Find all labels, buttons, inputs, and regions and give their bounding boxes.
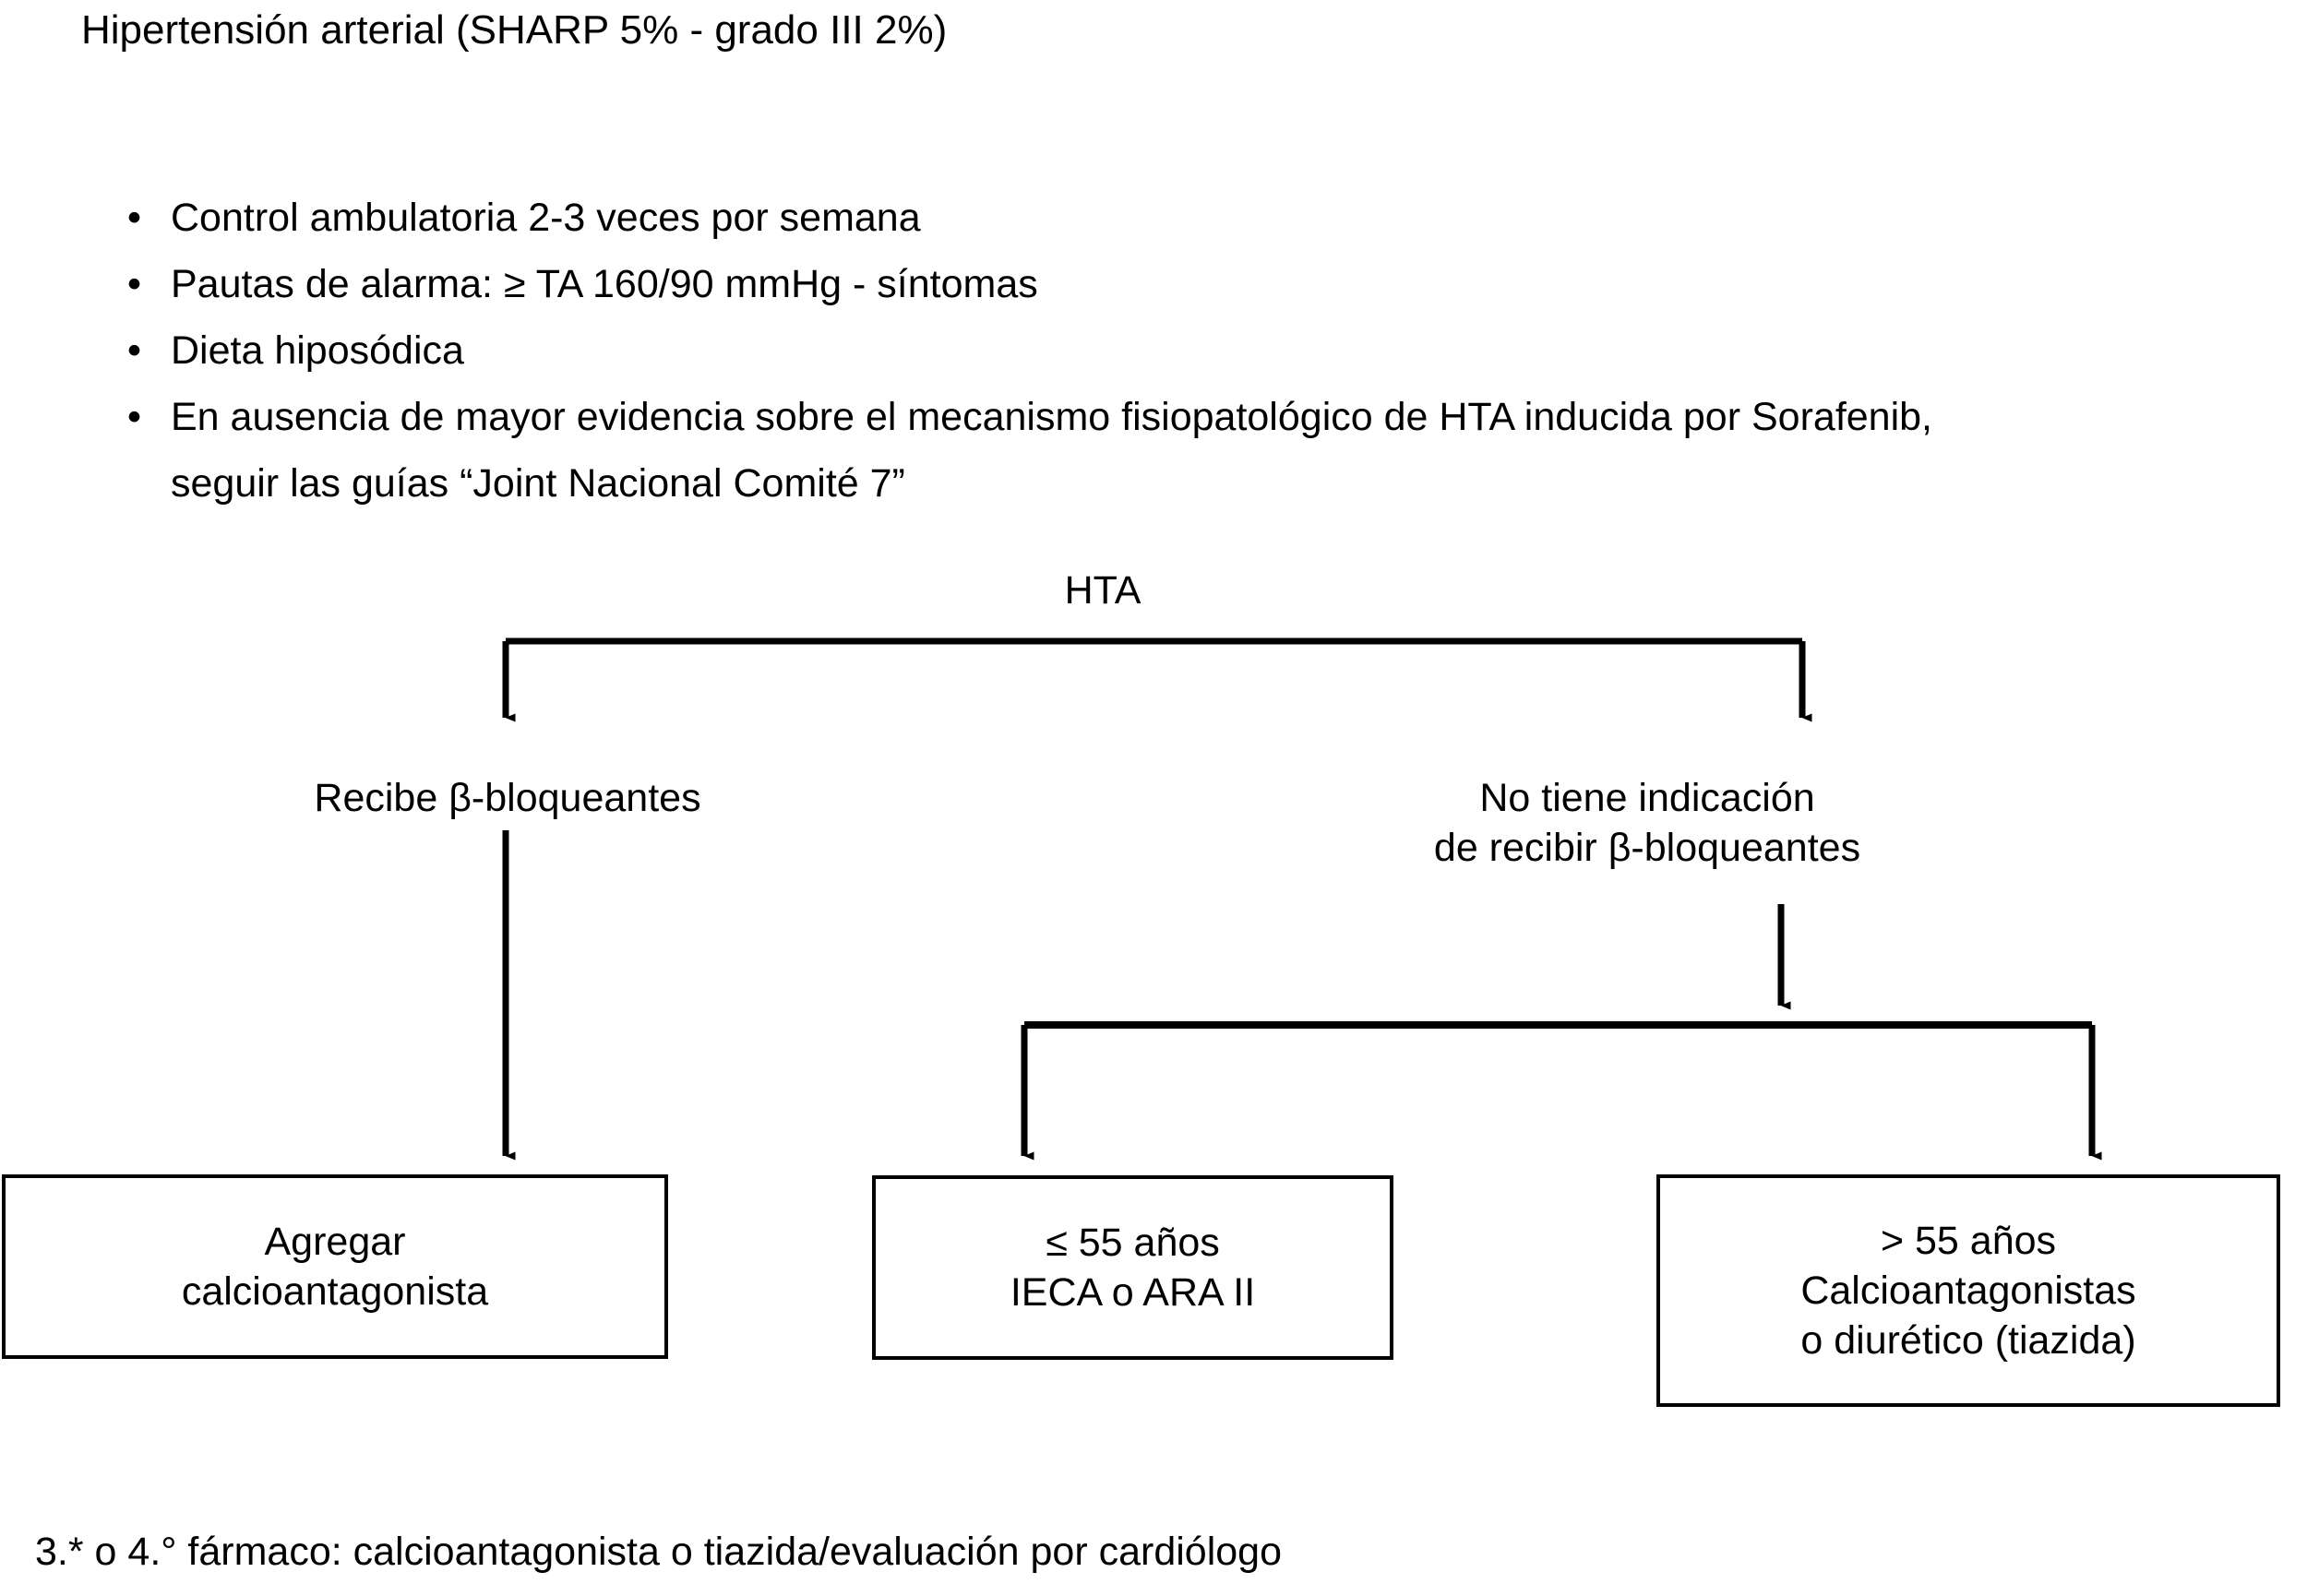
bullet-list: • Control ambulatoria 2-3 veces por sema… bbox=[120, 185, 2261, 517]
flow-box-line2: IECA o ARA II bbox=[1010, 1270, 1256, 1315]
flow-node-beta-blocker-no-line1: No tiene indicación bbox=[1479, 776, 1815, 820]
bullet-point-icon: • bbox=[127, 262, 142, 306]
list-item: • Pautas de alarma: ≥ TA 160/90 mmHg - s… bbox=[120, 251, 2261, 317]
list-item-text: En ausencia de mayor evidencia sobre el … bbox=[171, 395, 1933, 439]
flow-box-agregar-calcioantagonista: Agregar calcioantagonista bbox=[2, 1174, 668, 1359]
flow-box-line1: > 55 años bbox=[1880, 1219, 2057, 1263]
connector-age-split bbox=[1021, 1021, 2102, 1161]
flow-box-over-55: > 55 años Calcioantagonistas o diurético… bbox=[1656, 1174, 2280, 1407]
list-item: • En ausencia de mayor evidencia sobre e… bbox=[120, 384, 2261, 517]
flow-node-beta-blocker-yes: Recibe β-bloqueantes bbox=[314, 776, 701, 820]
bullet-point-icon: • bbox=[127, 328, 142, 373]
list-item: • Control ambulatoria 2-3 veces por sema… bbox=[120, 185, 2261, 251]
connector-hta-split bbox=[502, 637, 1812, 722]
flow-box-line1: ≤ 55 años bbox=[1046, 1221, 1220, 1265]
list-item-text: Control ambulatoria 2-3 veces por semana bbox=[171, 196, 921, 240]
flow-node-beta-blocker-no-line2: de recibir β-bloqueantes bbox=[1433, 826, 1861, 870]
flow-box-line2: Calcioantagonistas bbox=[1800, 1268, 2136, 1313]
list-item-text-continued: seguir las guías “Joint Nacional Comité … bbox=[171, 461, 905, 506]
list-item: • Dieta hiposódica bbox=[120, 317, 2261, 384]
flow-box-line3: o diurético (tiazida) bbox=[1800, 1318, 2136, 1363]
bullet-point-icon: • bbox=[127, 196, 142, 240]
flow-box-under-55: ≤ 55 años IECA o ARA II bbox=[872, 1175, 1393, 1360]
flow-box-line1: Agregar bbox=[264, 1220, 406, 1264]
bullet-point-icon: • bbox=[127, 395, 142, 439]
flow-node-beta-blocker-no: No tiene indicación de recibir β-bloquea… bbox=[1310, 773, 1984, 873]
flow-box-line2: calcioantagonista bbox=[181, 1269, 489, 1314]
flow-node-hta: HTA bbox=[1064, 568, 1142, 613]
list-item-text: Dieta hiposódica bbox=[171, 328, 464, 373]
page-title: Hipertensión arterial (SHARP 5% - grado … bbox=[81, 7, 948, 53]
list-item-text: Pautas de alarma: ≥ TA 160/90 mmHg - sín… bbox=[171, 262, 1038, 306]
footer-note: 3.* o 4.° fármaco: calcioantagonista o t… bbox=[35, 1530, 1283, 1574]
